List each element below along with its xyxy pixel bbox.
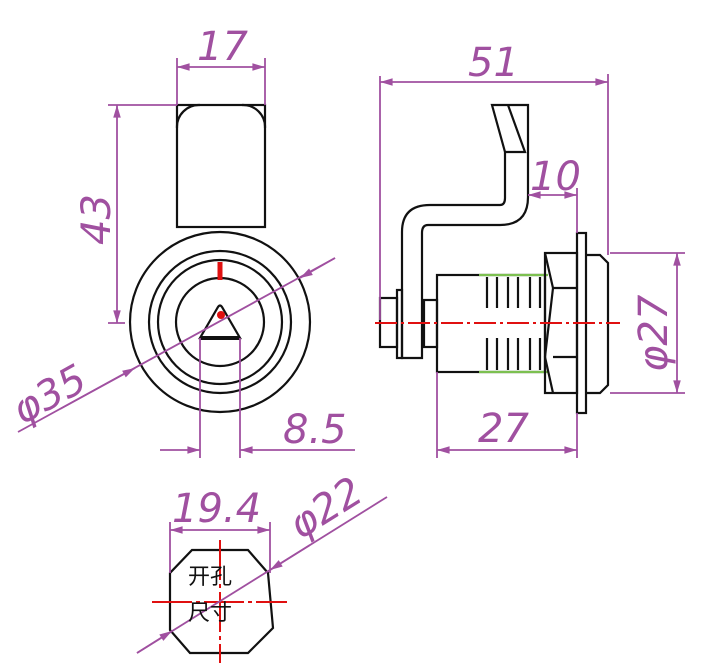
front-dimensions (17, 58, 355, 458)
dim-phi35-label: φ35 (5, 356, 95, 434)
panel-cutout (136, 496, 388, 663)
grooves (485, 277, 542, 370)
dim-phi27-label: φ27 (631, 294, 677, 372)
cam-corner-arcs (175, 103, 267, 129)
dim-43-label: 43 (74, 194, 120, 245)
cam-arm (400, 103, 530, 360)
dim-17-label: 17 (197, 24, 248, 70)
dim-19-4-label: 19.4 (172, 486, 261, 532)
side-view (375, 103, 620, 415)
key-triangle (198, 304, 242, 340)
dim-27-label: 27 (478, 406, 529, 452)
outer-flange-circle (128, 230, 312, 414)
red-dot (217, 311, 225, 319)
side-dimensions (379, 74, 685, 458)
dim-51-label: 51 (468, 40, 519, 86)
front-view (128, 103, 312, 414)
dim-8-5-label: 8.5 (283, 407, 347, 453)
dim-phi22-label: φ22 (281, 469, 371, 549)
cutout-label-line2: 尺寸 (188, 601, 232, 626)
dim-10-label: 10 (530, 154, 581, 200)
cutout-label-line1: 开孔 (188, 565, 232, 590)
cam-body (175, 103, 267, 229)
